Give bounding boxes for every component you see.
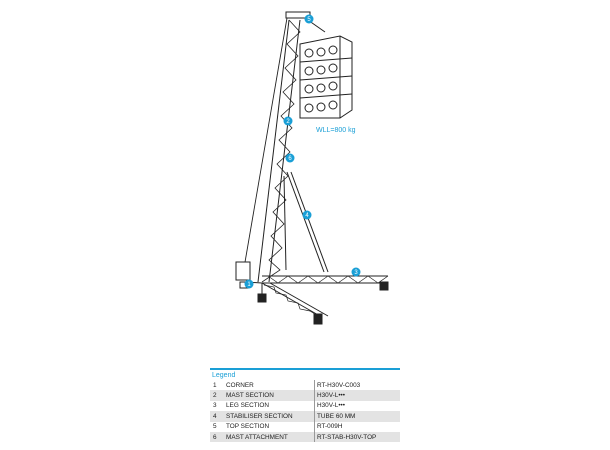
legend-row: 3 LEG SECTION H30V-L••• — [210, 400, 400, 412]
callout-6-label: 6 — [288, 156, 292, 162]
callout-4-marker — [302, 210, 312, 220]
legend-row-number: 5 — [213, 423, 217, 431]
legend-row-part: TUBE 60 MM — [314, 411, 400, 422]
legend-row-name: LEG SECTION — [226, 402, 269, 410]
callout-5-label: 5 — [307, 17, 311, 23]
legend-title: Legend — [212, 372, 236, 379]
load-rating-label: WLL=800 kg — [316, 127, 356, 134]
callout-3-label: 3 — [354, 270, 358, 276]
speaker-array — [299, 35, 353, 119]
legend-row-part: RT-H30V-C003 — [314, 380, 400, 391]
callout-1-label: 1 — [247, 282, 251, 288]
legend-row-name: STABILISER SECTION — [224, 411, 315, 422]
legend-row: 1 CORNER RT-H30V-C003 — [210, 380, 400, 391]
callout-4-label: 4 — [305, 213, 309, 219]
legend-row-name: MAST ATTACHMENT — [224, 431, 315, 443]
leg-section — [243, 275, 389, 325]
legend-row-name: MAST SECTION — [224, 390, 315, 401]
legend-row-name: CORNER — [226, 381, 254, 389]
legend-row-part: RT-STAB-H30V-TOP — [314, 431, 400, 443]
hoist-cable — [243, 17, 288, 269]
legend-row-number: 2 — [210, 390, 224, 401]
legend-row-number: 4 — [210, 411, 224, 422]
stabiliser-section — [283, 171, 329, 273]
callout-2-label: 2 — [286, 119, 290, 125]
top-section — [285, 11, 326, 33]
legend-row-number: 3 — [213, 402, 217, 410]
tower-lift-diagram: 5 2 6 4 3 1 — [235, 11, 389, 325]
legend-row-part: RT-009H — [314, 421, 400, 432]
callout-1-marker — [244, 279, 254, 289]
callout-6-marker — [285, 153, 295, 163]
legend-row-number: 1 — [213, 381, 217, 389]
legend-row-name: TOP SECTION — [226, 423, 270, 431]
legend-row-part: H30V-L••• — [314, 390, 400, 401]
legend-row-part: H30V-L••• — [314, 400, 400, 412]
legend-top-rule — [210, 368, 400, 370]
callout-3-marker — [351, 267, 361, 277]
legend-row-number: 6 — [210, 431, 224, 443]
callout-2-marker — [283, 116, 293, 126]
mast-section — [257, 19, 301, 283]
legend-row: 5 TOP SECTION RT-009H — [210, 421, 400, 432]
callout-5-marker — [304, 14, 314, 24]
